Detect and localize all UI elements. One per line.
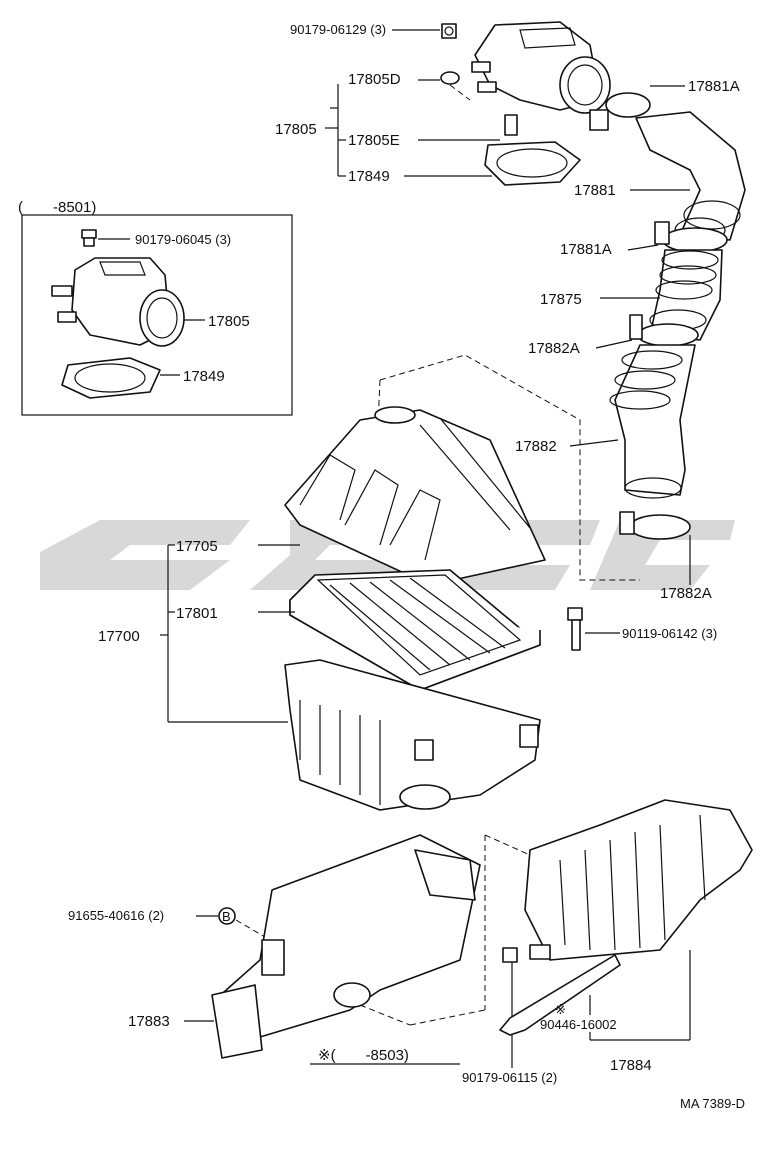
clamp-mid-label: 17881A [560, 241, 612, 258]
diagram-code: MA 7389-D [680, 1096, 745, 1111]
meter-group-label: 17805 [275, 121, 317, 138]
bolt-icon [567, 607, 583, 651]
air-flow-meter-icon [51, 257, 185, 347]
air-flow-meter-icon [471, 21, 611, 114]
sub-d-label: 17805D [348, 71, 401, 88]
hose-lower-label: 17882 [515, 438, 557, 455]
intake-resonator-label: 17884 [610, 1057, 652, 1074]
inlet-label: 17883 [128, 1013, 170, 1030]
applicability-label: ※( -8503) [318, 1047, 409, 1064]
intake-hose-group: 17881A 17881 17881A 17875 [515, 78, 746, 602]
nut-icon [502, 947, 518, 963]
intake-resonator-icon [524, 799, 753, 961]
sub-e-label: 17805E [348, 132, 400, 149]
nut-icon [441, 23, 457, 39]
resonator-icon [649, 249, 723, 341]
bolt-icon [81, 229, 97, 247]
gasket-icon [61, 357, 161, 399]
clamp-icon [629, 314, 699, 347]
grommet-mark: B [222, 909, 231, 924]
clamp-icon [589, 92, 651, 131]
sleeve-icon [504, 114, 518, 136]
clamp-lower-label: 17882A [528, 340, 580, 357]
drain-hose-icon [499, 954, 621, 1036]
variant-box: ( -8501) 90179-06045 (3) 17805 17849 [18, 199, 293, 416]
clamp-bottom-label: 17882A [660, 585, 712, 602]
air-cleaner-case-icon [284, 659, 541, 811]
cleaner-cap-label: 17705 [176, 538, 218, 555]
gasket-icon [484, 141, 581, 186]
grommet-icon: B [218, 907, 236, 925]
variant-meter-label: 17805 [208, 313, 250, 330]
reference-line [379, 354, 640, 581]
variant-gasket-label: 17849 [183, 368, 225, 385]
air-hose-icon [635, 111, 746, 243]
variant-bolt-label: 90179-06045 (3) [135, 232, 231, 247]
variant-box-title: ( -8501) [18, 199, 96, 216]
clamp-upper-label: 17881A [688, 78, 740, 95]
cleaner-bolt-label: 90119-06142 (3) [622, 626, 717, 641]
inlet-duct-icon [211, 834, 481, 1059]
cleaner-assembly-label: 17700 [98, 628, 140, 645]
grommet-label: 91655-40616 (2) [68, 908, 164, 923]
cleaner-element-label: 17801 [176, 605, 218, 622]
air-cleaner-cap-icon [284, 406, 546, 586]
intake-nut-label: 90179-06115 (2) [462, 1070, 557, 1085]
clamp-icon [619, 511, 691, 540]
cap-icon [440, 71, 460, 85]
top-assembly: 90179-06129 (3) 17805D 17805 17805E [275, 21, 611, 186]
hose-mark: ※ [555, 1002, 566, 1017]
intake-group: 91655-40616 (2) B 17883 ※( -8503) 90179-… [68, 799, 753, 1085]
air-filter-element-icon [289, 569, 541, 691]
air-cleaner-assembly: 17705 17801 17700 90119-06142 (3) [98, 406, 717, 811]
top-gasket-label: 17849 [348, 168, 390, 185]
top-nut-label: 90179-06129 (3) [290, 22, 386, 37]
air-hose-icon [609, 344, 696, 499]
resonator-label: 17875 [540, 291, 582, 308]
clamp-icon [654, 221, 728, 253]
intake-hose-label: 90446-16002 [540, 1017, 617, 1032]
hose-upper-label: 17881 [574, 182, 616, 199]
